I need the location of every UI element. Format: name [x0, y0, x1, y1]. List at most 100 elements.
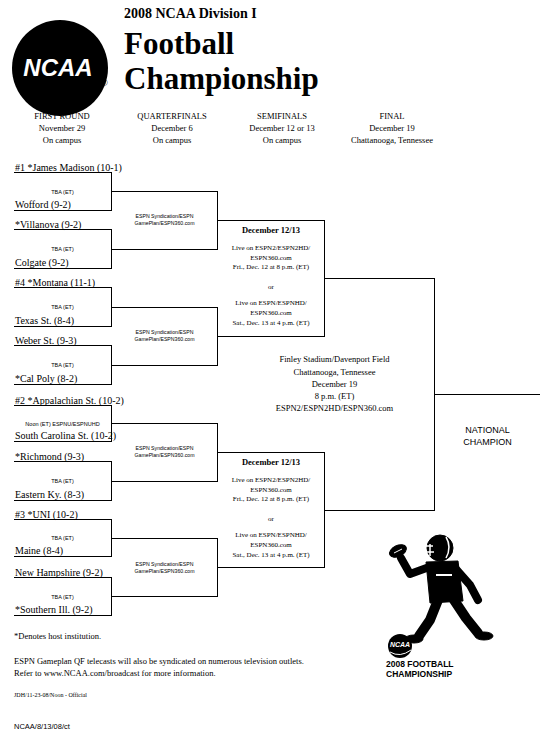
round-date: December 6 [151, 123, 192, 133]
broadcast-info: or [219, 515, 323, 525]
quarterfinal-box: ESPN Syndication/ESPN GamePlan/ESPN360.c… [112, 423, 218, 481]
quarterfinal-box: ESPN Syndication/ESPN GamePlan/ESPN360.c… [112, 307, 218, 365]
broadcast-info: TBA (ET) [14, 535, 111, 541]
final-box: Finley Stadium/Davenport FieldChattanoog… [255, 278, 435, 510]
quarterfinal-box: ESPN Syndication/ESPN GamePlan/ESPN360.c… [112, 538, 218, 597]
champion-slot: NATIONAL CHAMPION [435, 394, 540, 454]
team-name: #2 *Appalachian St. (10-2) [15, 395, 124, 407]
first-round-game: #1 *James Madison (10-1)TBA (ET)Wofford … [14, 172, 112, 211]
team-name: South Carolina St. (10-2) [15, 430, 116, 442]
team-name: *Villanova (9-2) [15, 219, 81, 231]
broadcast-info: Fri., Dec. 12 at 8 p.m. (ET) [219, 263, 323, 273]
round-date: November 29 [39, 123, 86, 133]
player-arm [455, 568, 478, 600]
file-code: NCAA/8/13/08/ct [14, 722, 70, 731]
bracket-line [218, 452, 325, 453]
broadcast-info: Chattanooga, Tennessee [294, 366, 376, 378]
champion-label: NATIONAL CHAMPION [456, 424, 520, 448]
bracket-line [218, 336, 325, 337]
team-name: Texas St. (8-4) [15, 315, 74, 327]
round-site: On campus [153, 135, 191, 145]
broadcast-info: December 19 [312, 378, 358, 390]
bracket-line [112, 307, 218, 308]
football-player [388, 535, 493, 643]
broadcast-info: December 12/13 [219, 225, 323, 237]
player-arm [401, 558, 432, 574]
broadcast-info: ESPN2/ESPN2HD/ESPN360.com [276, 402, 393, 414]
first-round-game: Weber St. (9-3)TBA (ET)*Cal Poly (8-2) [14, 345, 112, 385]
first-round-game: #2 *Appalachian St. (10-2)Noon (ET) ESPN… [14, 405, 112, 442]
title: Football Championship [124, 27, 354, 96]
bracket-line [435, 394, 540, 395]
team-name: Colgate (9-2) [15, 257, 69, 269]
broadcast-info: Fri., Dec. 12 at 8 p.m. (ET) [219, 495, 323, 505]
broadcast-note: ESPN Gameplan QF telecasts will also be … [14, 656, 304, 666]
round-header: FINAL [379, 111, 404, 121]
team-name: *Richmond (9-3) [15, 451, 84, 463]
broadcast-info: TBA (ET) [14, 478, 111, 484]
helmet-facemask [426, 544, 434, 556]
bracket-line [112, 423, 218, 424]
team-name: #4 *Montana (11-1) [15, 277, 95, 289]
round-header: SEMIFINALS [257, 111, 307, 121]
bracket-line [325, 510, 435, 511]
team-name: Maine (8-4) [15, 545, 63, 557]
broadcast-info: Live on ESPN2/ESPN2HD/ ESPN360.com [219, 244, 323, 264]
team-name: Wofford (9-2) [15, 199, 71, 211]
team-name: Weber St. (9-3) [15, 335, 77, 347]
broadcast-info: TBA (ET) [14, 304, 111, 310]
team-name: #1 *James Madison (10-1) [15, 162, 122, 174]
player-shoe [475, 632, 493, 640]
broadcast-info: Finley Stadium/Davenport Field [279, 353, 389, 365]
team-name: *Cal Poly (8-2) [15, 373, 77, 385]
broadcast-info: TBA (ET) [14, 362, 111, 368]
round-site: On campus [263, 135, 301, 145]
team-name: #3 *UNI (10-2) [15, 509, 78, 521]
bracket-line [325, 278, 435, 279]
broadcast-info: or [219, 283, 323, 293]
first-round-game: #4 *Montana (11-1)TBA (ET)Texas St. (8-4… [14, 287, 112, 327]
revision-note: JDH/11-23-08/Noon - Official [14, 692, 87, 699]
logo-text: NCAA [390, 641, 410, 649]
player-helmet [427, 535, 453, 561]
broadcast-info: Live on ESPN/ESPNHD/ ESPN360.com [219, 299, 323, 319]
bracket-line [112, 481, 218, 482]
broadcast-info: Live on ESPN/ESPNHD/ ESPN360.com [219, 531, 323, 551]
broadcast-info: ESPN Syndication/ESPN GamePlan/ESPN360.c… [129, 445, 201, 459]
round-header: FIRST ROUND [34, 111, 89, 121]
broadcast-info: TBA (ET) [14, 594, 111, 600]
broadcast-info: Sat., Dec. 13 at 4 p.m. (ET) [219, 551, 323, 561]
broadcast-info: Sat., Dec. 13 at 4 p.m. (ET) [219, 319, 323, 329]
bracket-line [112, 365, 218, 366]
broadcast-info: ESPN Syndication/ESPN GamePlan/ESPN360.c… [129, 561, 201, 575]
registered-mark: ® [101, 78, 108, 89]
round-date: December 12 or 13 [249, 123, 314, 133]
broadcast-info: TBA (ET) [14, 189, 111, 195]
first-round-game: *Villanova (9-2)TBA (ET)Colgate (9-2) [14, 229, 112, 269]
logo-swoosh [390, 650, 411, 655]
bracket-line [112, 596, 218, 597]
broadcast-info: December 12/13 [219, 457, 323, 469]
broadcast-info: ESPN Syndication/ESPN GamePlan/ESPN360.c… [129, 329, 201, 343]
round-site: On campus [43, 135, 81, 145]
round-date: December 19 [369, 123, 415, 133]
player-leg [419, 600, 438, 636]
player-leg [454, 600, 478, 633]
broadcast-info: 8 p.m. (ET) [315, 390, 355, 402]
ncaa-logo-small [388, 634, 412, 658]
bracket-line [112, 249, 218, 250]
broadcast-info: Live on ESPN2/ESPN2HD/ ESPN360.com [219, 476, 323, 496]
bracket-line [218, 220, 325, 221]
broadcast-info: Noon (ET) ESPNU/ESPNUHD [14, 421, 111, 427]
broadcast-info: ESPN Syndication/ESPN GamePlan/ESPN360.c… [129, 213, 201, 227]
first-round-game: #3 *UNI (10-2)TBA (ET)Maine (8-4) [14, 519, 112, 557]
team-name: New Hampshire (9-2) [15, 567, 103, 579]
bracket-line [112, 191, 218, 192]
round-header: QUARTERFINALS [137, 111, 206, 121]
semifinal-box: December 12/13Live on ESPN2/ESPN2HD/ ESP… [218, 220, 325, 336]
football [388, 542, 409, 560]
quarterfinal-box: ESPN Syndication/ESPN GamePlan/ESPN360.c… [112, 191, 218, 249]
football-lace [394, 549, 402, 553]
first-round-game: *Richmond (9-3)TBA (ET)Eastern Ky. (8-3) [14, 461, 112, 501]
